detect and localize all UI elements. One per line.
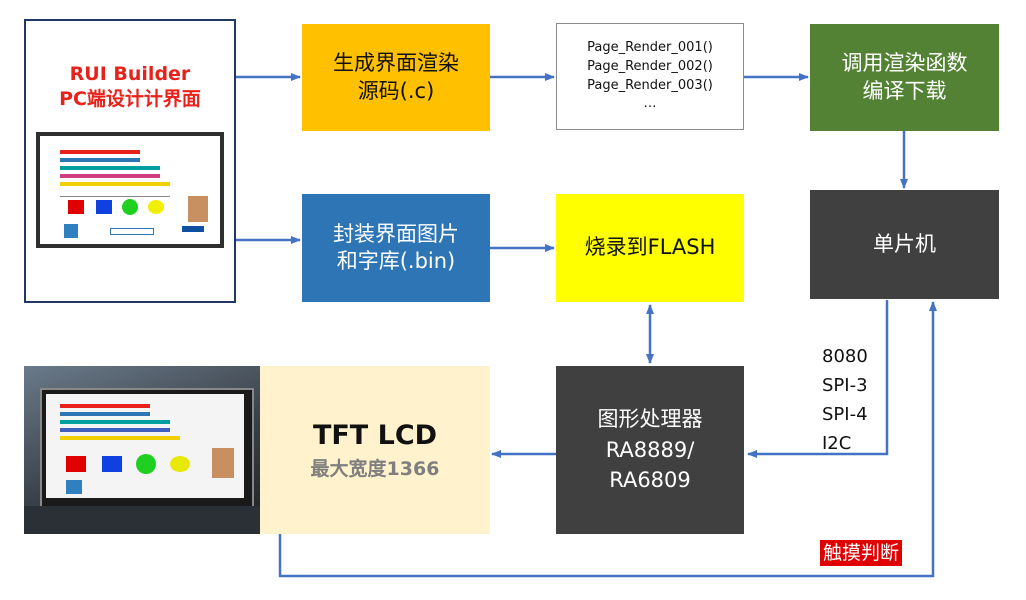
lcd-subtitle: 最大宽度1366: [310, 458, 440, 481]
node-mcu: 单片机: [810, 190, 999, 299]
touch-detect-label: 触摸判断: [820, 540, 903, 566]
lcd-photo: [24, 366, 260, 534]
pc-design-title: RUI Builder PC端设计计界面: [59, 63, 201, 110]
node-page-render-list: Page_Render_001() Page_Render_002() Page…: [556, 23, 744, 130]
arrow-touch-feedback: [278, 301, 937, 578]
node-graphics-processor: 图形处理器 RA8889/ RA6809: [556, 366, 744, 534]
lcd-title: TFT LCD: [312, 420, 438, 452]
arrow-mcu-to-gpu: [747, 300, 889, 458]
node-burn-flash: 烧录到FLASH: [556, 194, 744, 302]
interface-list: 8080 SPI-3 SPI-4 I2C: [822, 346, 868, 454]
node-pack-images: 封装界面图片 和字库(.bin): [302, 194, 490, 302]
node-generate-source: 生成界面渲染 源码(.c): [302, 24, 490, 131]
pc-ui-thumbnail: [36, 132, 224, 248]
node-call-render: 调用渲染函数 编译下载: [810, 24, 999, 131]
node-tft-lcd: TFT LCD 最大宽度1366: [260, 366, 490, 534]
